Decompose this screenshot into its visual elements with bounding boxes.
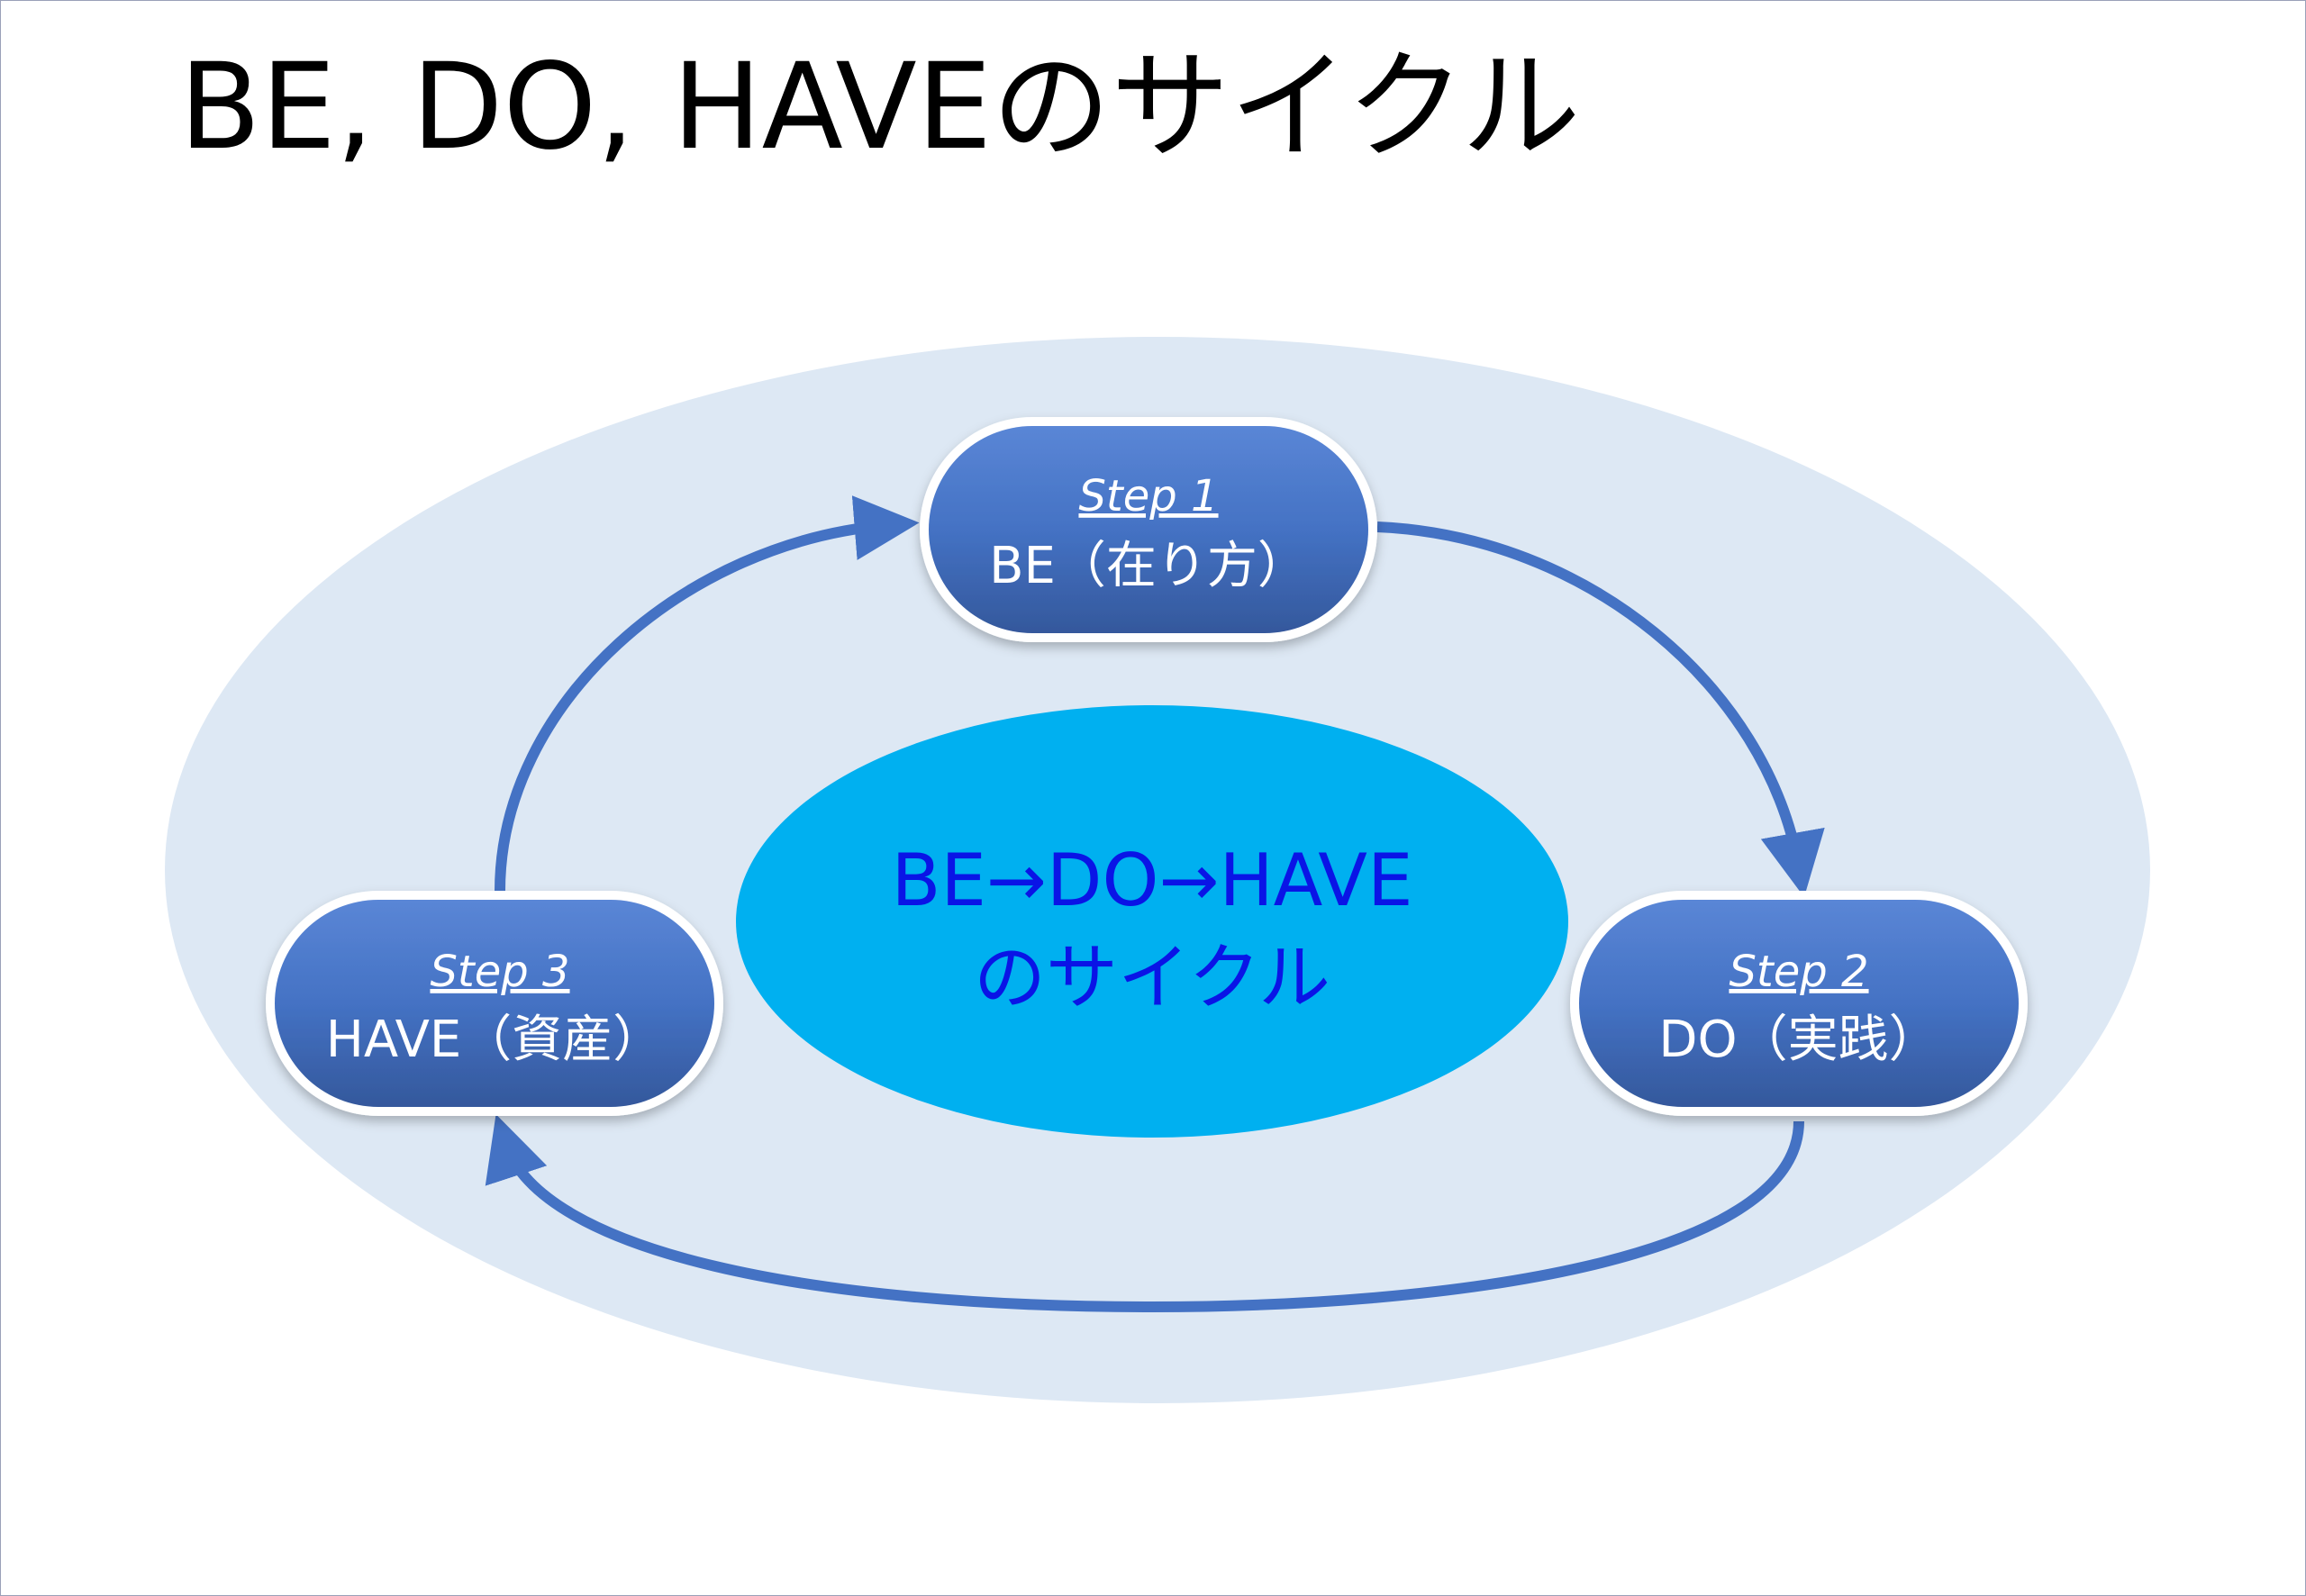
step-1-node [920,417,1377,642]
step-3-node [266,891,723,1116]
center-line-1: BE→DO→HAVE [891,839,1412,922]
arrow-step3-to-step1 [495,495,920,892]
step-1-text: BE（在り方） [989,537,1308,595]
step-1-label: Step 1 [1078,471,1218,521]
arrow-step1-to-step2 [1376,521,1825,898]
step-2-node [1570,891,2028,1116]
arrow-step2-to-step3 [485,1114,1804,1313]
center-ellipse [736,705,1568,1138]
center-line-2: のサイクル [974,936,1330,1020]
slide-title: BE, DO, HAVEのサイクル [179,38,1581,177]
step-3-label: Step 3 [430,947,569,997]
step-2-label: Step 2 [1729,947,1868,997]
step-3-text: HAVE（資産） [326,1011,664,1069]
step-2-text: DO（実践） [1658,1011,1938,1069]
